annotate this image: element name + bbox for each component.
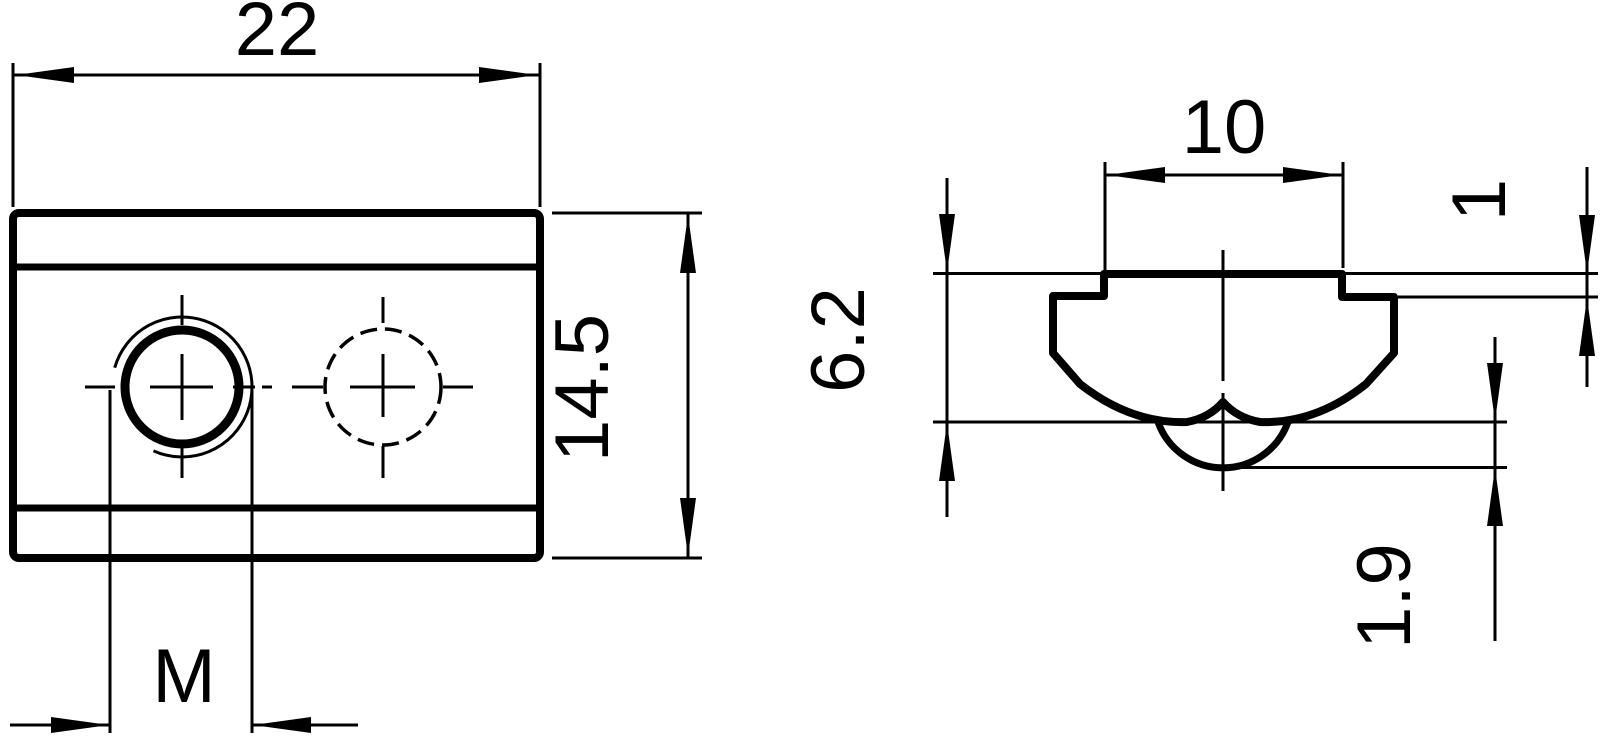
top-view: 22 14.5 M [9,0,702,733]
dim-step-height-arrow-bottom [1579,298,1595,356]
dim-body-height: 6.2 [796,178,955,517]
dim-thread-label: M [152,634,215,719]
dim-spring-depth: 1.9 [1342,337,1503,649]
thread-arc [113,315,254,459]
section-view: 10 6.2 1 1.9 [796,85,1598,649]
dim-thread: M [10,390,358,733]
dim-step-height-label: 1 [1437,179,1522,221]
dim-step-height-arrow-top [1579,215,1595,273]
dim-body-height-arrow-bottom [939,423,955,481]
dim-slot-width-label: 10 [1182,85,1267,170]
hidden-hole-circle [323,327,443,447]
dim-body-height-label: 6.2 [796,287,881,393]
nut-body-outline [9,209,544,562]
dim-step-height: 1 [1437,167,1595,387]
dim-spring-depth-arrow-bottom [1487,468,1503,526]
dim-height-arrow-bottom [680,498,696,556]
dim-thread-arrow-left [51,717,109,733]
dim-height-label: 14.5 [540,314,625,462]
dim-width: 22 [11,0,542,207]
dim-width-label: 22 [235,0,320,72]
dim-thread-arrow-right [253,717,311,733]
threaded-hole-centerlines [85,295,272,478]
dim-body-height-arrow-top [939,214,955,272]
dim-width-arrow-left [16,67,74,83]
hidden-hole-centerlines [292,297,473,478]
dim-height-arrow-top [680,215,696,273]
dim-height: 14.5 [540,211,702,560]
dim-spring-depth-label: 1.9 [1342,543,1427,649]
dim-slot-width-arrow-left [1107,167,1165,183]
dim-width-arrow-right [479,67,537,83]
dim-spring-depth-arrow-top [1487,363,1503,421]
dim-slot-width: 10 [1103,85,1345,270]
dim-slot-width-arrow-right [1283,167,1341,183]
